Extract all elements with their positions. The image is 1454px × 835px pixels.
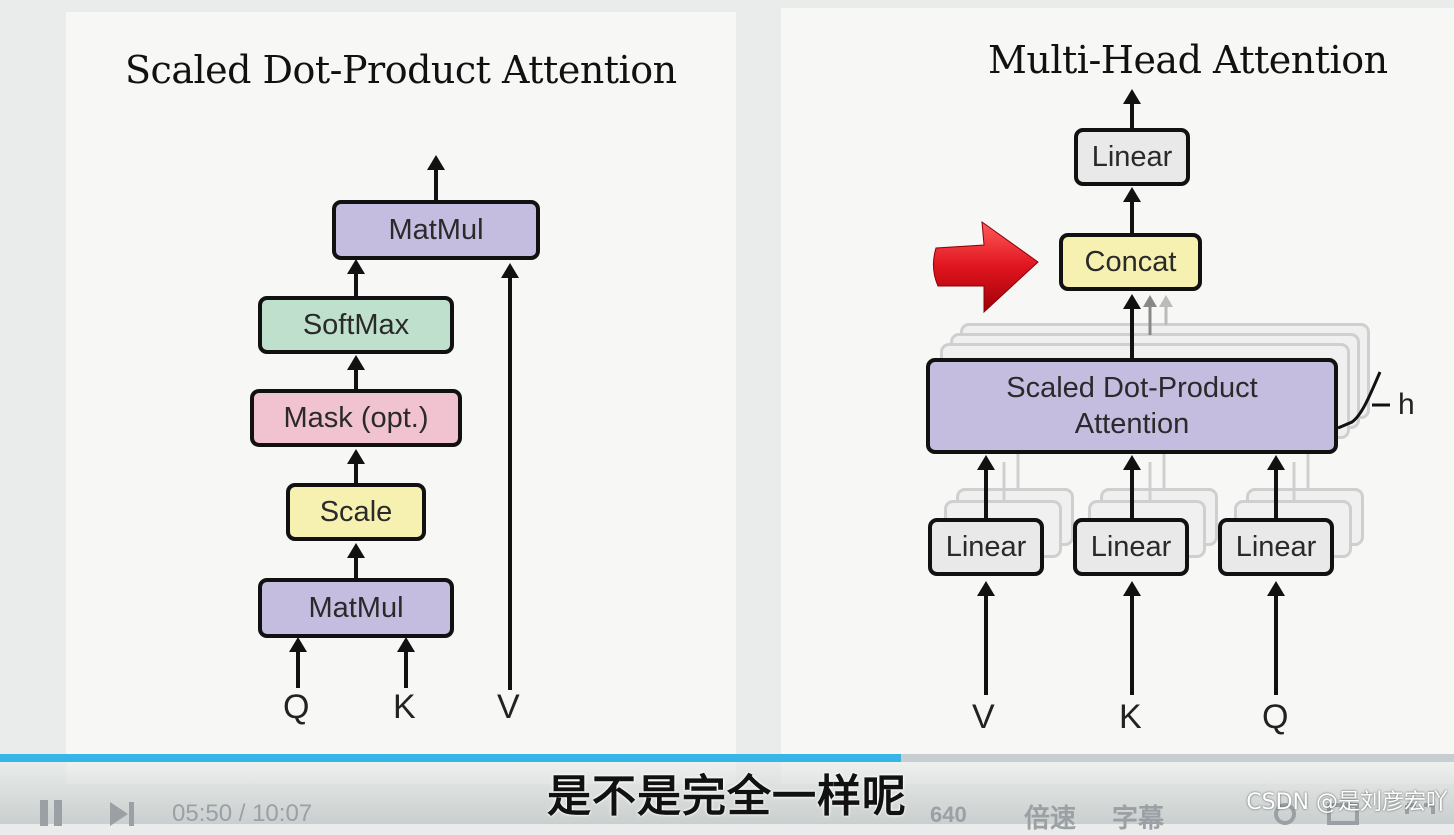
duration: 10:07	[252, 800, 313, 827]
concat-box: Concat	[1059, 233, 1202, 291]
progress-bar[interactable]	[0, 754, 1454, 762]
input-v-label-right: V	[972, 698, 995, 736]
next-icon[interactable]	[108, 800, 138, 828]
mask-box: Mask (opt.)	[250, 389, 462, 447]
quality-button[interactable]: 640	[930, 802, 967, 827]
input-k-label-right: K	[1119, 698, 1142, 736]
time-display: 05:50 / 10:07	[172, 800, 312, 828]
matmul-bottom-box: MatMul	[258, 578, 454, 638]
video-subtitle: 是不是完全一样呢	[547, 771, 907, 822]
linear-v-box: Linear	[928, 518, 1044, 576]
scale-box: Scale	[286, 483, 426, 541]
input-v-label: V	[497, 688, 520, 726]
input-k-label: K	[393, 688, 416, 726]
linear-k-box: Linear	[1073, 518, 1189, 576]
right-diagram-title: Multi-Head Attention	[988, 38, 1388, 82]
progress-bar-fill	[0, 754, 902, 762]
time-separator: /	[238, 800, 246, 827]
input-q-label: Q	[283, 688, 310, 726]
heads-h-label: h	[1398, 388, 1415, 421]
left-diagram-title: Scaled Dot-Product Attention	[125, 48, 677, 92]
input-q-label-right: Q	[1262, 698, 1289, 736]
softmax-box: SoftMax	[258, 296, 454, 354]
settings-gear-icon[interactable]	[1270, 802, 1300, 826]
matmul-top-box: MatMul	[332, 200, 540, 260]
fullscreen-icon[interactable]	[1404, 802, 1436, 826]
linear-top-box: Linear	[1074, 128, 1190, 186]
scaled-attention-box: Scaled Dot-Product Attention	[926, 358, 1338, 454]
pause-icon[interactable]	[36, 798, 68, 828]
linear-q-box: Linear	[1218, 518, 1334, 576]
current-time: 05:50	[172, 800, 233, 827]
csdn-watermark: CSDN @是刘彦宏吖	[1246, 790, 1448, 815]
widescreen-icon[interactable]	[1326, 802, 1360, 826]
